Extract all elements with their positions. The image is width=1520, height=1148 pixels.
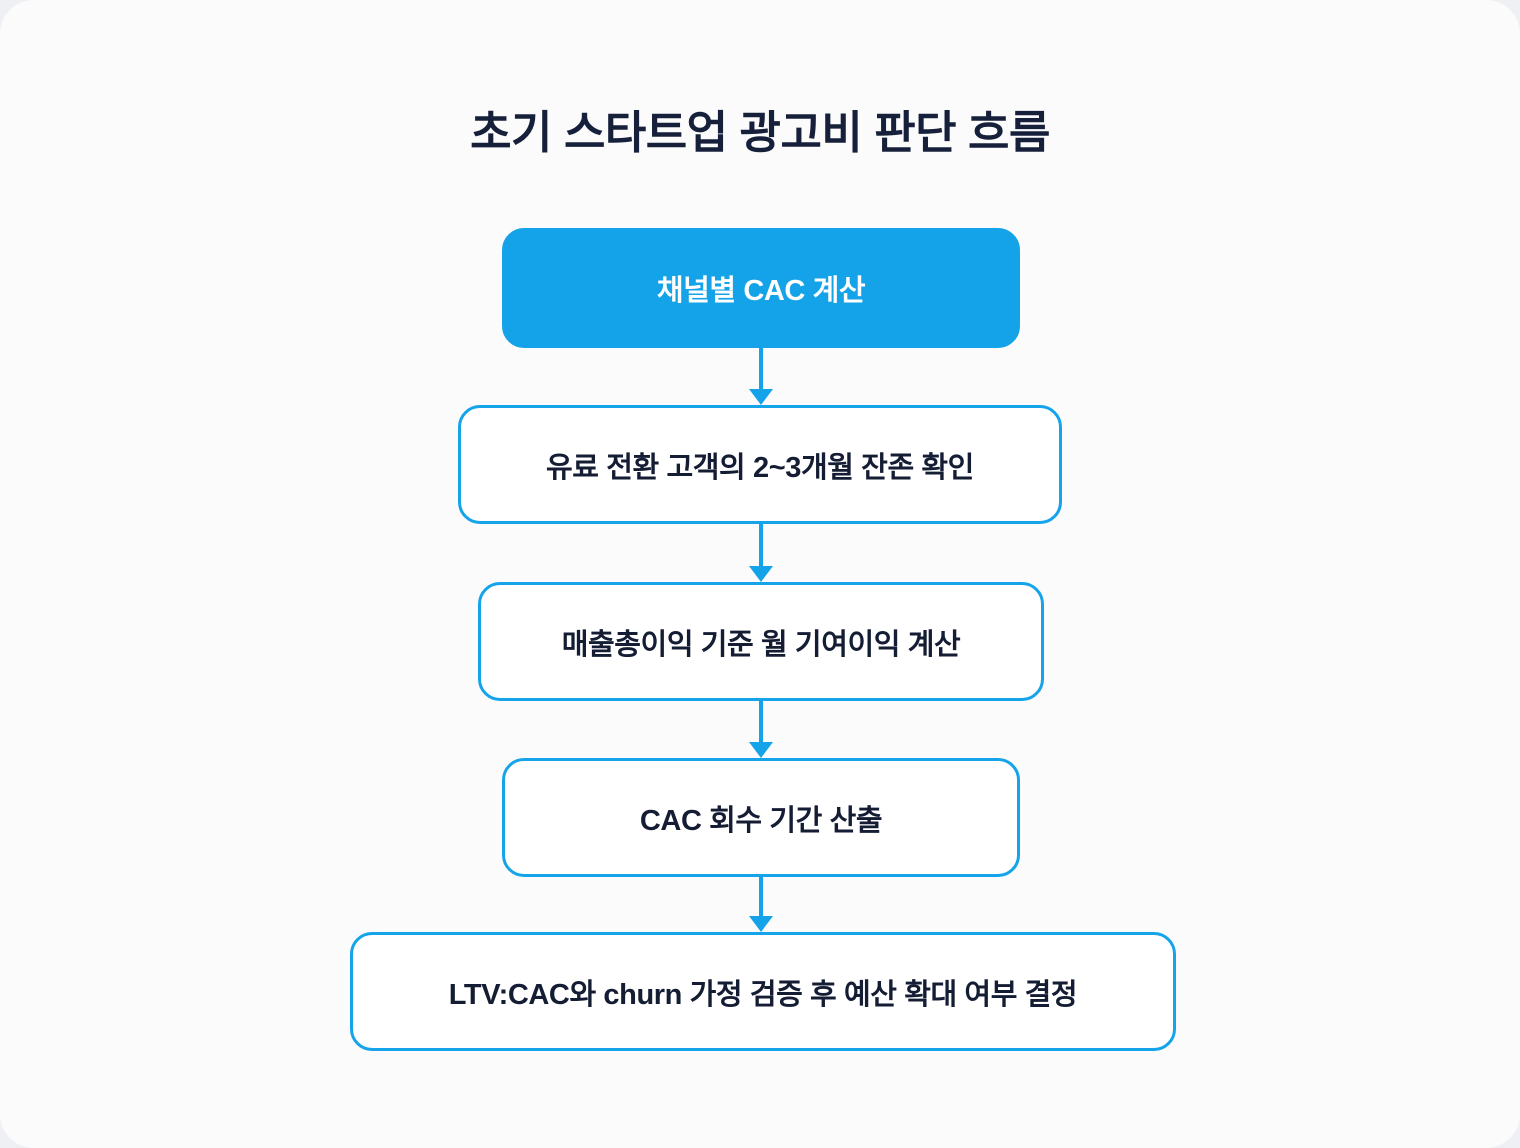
- connector-line: [759, 348, 763, 389]
- connector-node1-node2: [749, 348, 773, 405]
- flow-node-channel-cac[interactable]: 채널별 CAC 계산: [502, 228, 1020, 348]
- connector-node3-node4: [749, 701, 773, 758]
- flow-node-budget-decision[interactable]: LTV:CAC와 churn 가정 검증 후 예산 확대 여부 결정: [350, 932, 1176, 1051]
- down-arrow-icon: [749, 566, 773, 582]
- connector-line: [759, 877, 763, 916]
- flow-node-label: CAC 회수 기간 산출: [639, 804, 883, 837]
- connector-line: [759, 701, 763, 742]
- flow-node-label: 채널별 CAC 계산: [656, 275, 866, 307]
- connector-node2-node3: [749, 524, 773, 582]
- connector-line: [759, 524, 763, 566]
- flow-node-label: 매출총이익 기준 월 기여이익 계산: [561, 628, 961, 661]
- flow-node-label: 유료 전환 고객의 2~3개월 잔존 확인: [546, 451, 974, 484]
- flow-node-label: LTV:CAC와 churn 가정 검증 후 예산 확대 여부 결정: [448, 978, 1078, 1011]
- flow-node-retention-check[interactable]: 유료 전환 고객의 2~3개월 잔존 확인: [458, 405, 1062, 524]
- page-title: 초기 스타트업 광고비 판단 흐름: [470, 107, 1050, 158]
- down-arrow-icon: [749, 389, 773, 405]
- connector-node4-node5: [749, 877, 773, 932]
- down-arrow-icon: [749, 916, 773, 932]
- flow-node-cac-payback[interactable]: CAC 회수 기간 산출: [502, 758, 1020, 877]
- down-arrow-icon: [749, 742, 773, 758]
- flow-node-contribution-profit[interactable]: 매출총이익 기준 월 기여이익 계산: [478, 582, 1044, 701]
